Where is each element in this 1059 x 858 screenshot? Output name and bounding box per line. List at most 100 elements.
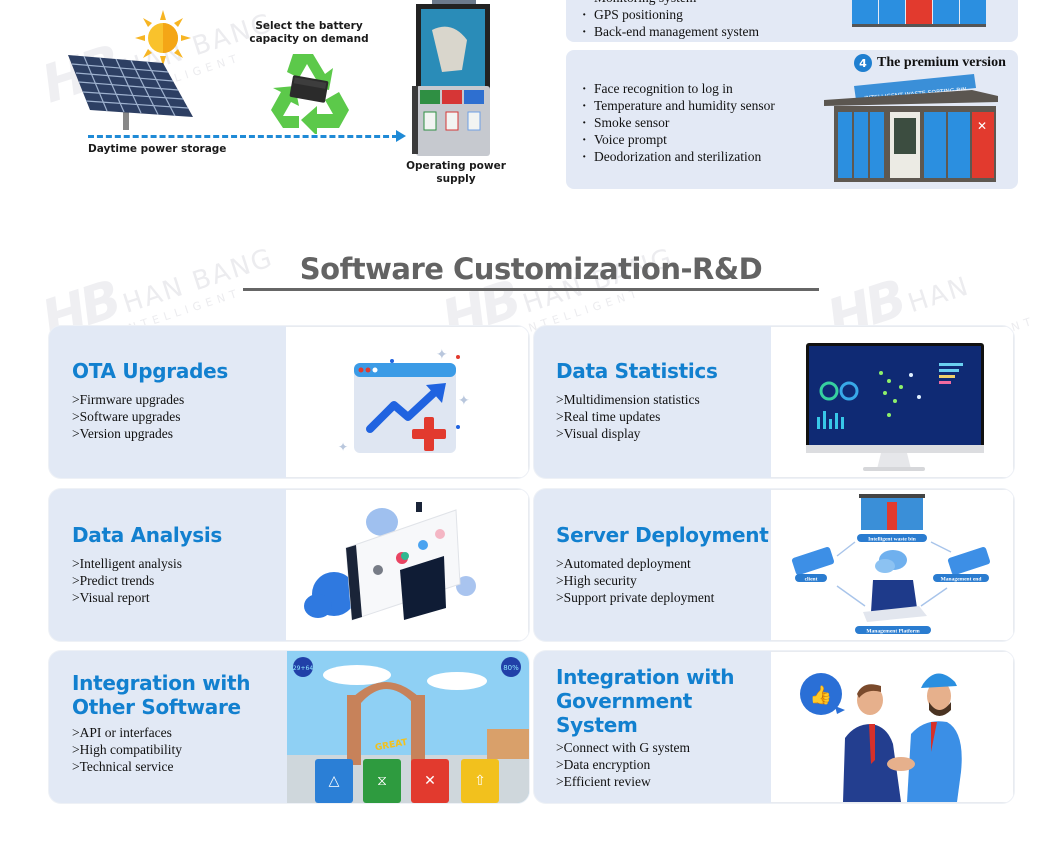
- svg-text:✕: ✕: [977, 119, 987, 133]
- deployment-network-icon: Intelligent waste bin client Management …: [791, 494, 991, 635]
- svg-text:⇧: ⇧: [474, 772, 486, 788]
- card-feature-item: Version upgrades: [72, 425, 286, 442]
- feature-item: Temperature and humidity sensor: [582, 97, 775, 114]
- card-feature-item: API or interfaces: [72, 724, 287, 741]
- premium-version-title: The premium version: [877, 55, 1006, 70]
- feature-item: Monitoring system: [582, 0, 759, 6]
- handshake-illustration: 👍: [771, 651, 1014, 803]
- card-feature-item: Visual display: [556, 425, 771, 442]
- feature-item: Back-end management system: [582, 23, 759, 40]
- card-title: Data Analysis: [72, 523, 222, 547]
- waste-sorting-station-image: INTELLIGENT WASTE SORTING BIN ✕: [824, 72, 998, 186]
- card-title: Integration with Other Software: [72, 671, 287, 719]
- card-title-line: Other Software: [72, 695, 241, 719]
- card-title: OTA Upgrades: [72, 359, 228, 383]
- section-title: Software Customization-R&D: [299, 252, 763, 286]
- feature-item: Smoke sensor: [582, 114, 775, 131]
- card-text: Integration with Other Software API or i…: [49, 651, 287, 803]
- svg-text:Management end: Management end: [941, 577, 982, 583]
- power-diagram: Select the battery capacity on demand Da…: [0, 0, 560, 200]
- svg-text:80%: 80%: [503, 664, 519, 672]
- thumbs-up-icon: [800, 673, 842, 715]
- svg-text:⧖: ⧖: [377, 772, 387, 788]
- card-integration-government-system: Integration with Government System Conne…: [534, 651, 1014, 803]
- card-data-analysis: Data Analysis Intelligent analysis Predi…: [49, 489, 529, 641]
- svg-text:✦: ✦: [458, 392, 470, 408]
- upgrade-chart-icon: ✦ ✦ ✦: [338, 346, 470, 454]
- card-feature-item: High compatibility: [72, 741, 287, 758]
- card-title: Server Deployment: [556, 523, 769, 547]
- waste-sorting-game-icon: 29+64 80% GREAT △ ⧖ ✕ ⇧: [287, 651, 529, 803]
- handshake-icon: 👍: [800, 673, 962, 802]
- smart-kiosk-bin-icon: [412, 0, 494, 158]
- card-feature-item: Firmware upgrades: [72, 391, 286, 408]
- svg-text:👍: 👍: [810, 684, 832, 705]
- card-feature-item: Automated deployment: [556, 555, 771, 572]
- dashboard-monitor-illustration: [771, 326, 1014, 478]
- solar-panel-icon: [68, 55, 193, 130]
- card-text: Data Statistics Multidimension statistic…: [534, 326, 771, 478]
- section-divider: [243, 288, 819, 291]
- premium-version-header: 4 The premium version: [854, 54, 1006, 72]
- cloud-dashboard-icon: [304, 502, 476, 621]
- card-feature-list: Automated deployment High security Suppo…: [556, 555, 771, 606]
- svg-text:△: △: [329, 772, 340, 788]
- feature-item: GPS positioning: [582, 6, 759, 23]
- sorting-game-screenshot: 29+64 80% GREAT △ ⧖ ✕ ⇧: [287, 651, 529, 803]
- card-server-deployment: Server Deployment Automated deployment H…: [534, 489, 1014, 641]
- data-analysis-illustration: [286, 489, 529, 641]
- monitor-icon: [806, 343, 984, 471]
- arrowhead-icon: [396, 130, 406, 142]
- card-feature-item: Intelligent analysis: [72, 555, 286, 572]
- svg-text:29+64: 29+64: [293, 665, 313, 672]
- card-feature-item: Data encryption: [556, 756, 771, 773]
- sun-icon: [135, 10, 191, 66]
- feature-item: Voice prompt: [582, 131, 775, 148]
- card-title-line: Integration with: [72, 671, 251, 695]
- battery-capacity-label: Select the battery capacity on demand: [249, 20, 369, 45]
- number-badge: 4: [854, 54, 872, 72]
- operating-supply-label: Operating power supply: [406, 160, 506, 185]
- server-deployment-diagram: Intelligent waste bin client Management …: [771, 489, 1014, 641]
- card-feature-list: Firmware upgrades Software upgrades Vers…: [72, 391, 286, 442]
- card-feature-list: API or interfaces High compatibility Tec…: [72, 724, 287, 775]
- svg-text:Intelligent waste bin: Intelligent waste bin: [868, 537, 916, 543]
- card-feature-item: Real time updates: [556, 408, 771, 425]
- card-text: Integration with Government System Conne…: [534, 651, 771, 803]
- card-feature-item: Multidimension statistics: [556, 391, 771, 408]
- battery-recycle-icon: [263, 48, 355, 134]
- card-feature-list: Intelligent analysis Predict trends Visu…: [72, 555, 286, 606]
- card-feature-item: High security: [556, 572, 771, 589]
- feature-item: Deodorization and sterilization: [582, 148, 775, 165]
- card-title-line: Integration with: [556, 665, 735, 689]
- standard-bin-image: [852, 0, 992, 28]
- daytime-storage-label: Daytime power storage: [88, 143, 227, 155]
- card-feature-item: Software upgrades: [72, 408, 286, 425]
- svg-text:✦: ✦: [338, 440, 348, 454]
- card-feature-item: Predict trends: [72, 572, 286, 589]
- card-feature-list: Multidimension statistics Real time upda…: [556, 391, 771, 442]
- card-title-line: System: [556, 713, 638, 737]
- svg-text:client: client: [805, 577, 818, 583]
- ota-upgrade-illustration: ✦ ✦ ✦: [286, 326, 529, 478]
- card-feature-item: Technical service: [72, 758, 287, 775]
- card-text: Data Analysis Intelligent analysis Predi…: [49, 489, 286, 641]
- power-flow-arrow: [88, 135, 398, 138]
- card-feature-item: Connect with G system: [556, 739, 771, 756]
- card-title-line: Government: [556, 689, 693, 713]
- card-feature-item: Efficient review: [556, 773, 771, 790]
- card-ota-upgrades: OTA Upgrades Firmware upgrades Software …: [49, 326, 529, 478]
- svg-text:Management Platform: Management Platform: [866, 629, 920, 635]
- svg-text:✕: ✕: [424, 772, 436, 788]
- card-text: OTA Upgrades Firmware upgrades Software …: [49, 326, 286, 478]
- card-title: Data Statistics: [556, 359, 718, 383]
- card-data-statistics: Data Statistics Multidimension statistic…: [534, 326, 1014, 478]
- card-title: Integration with Government System: [556, 665, 771, 737]
- standard-version-features: Monitoring system GPS positioning Back-e…: [582, 0, 759, 40]
- card-feature-item: Visual report: [72, 589, 286, 606]
- card-feature-item: Support private deployment: [556, 589, 771, 606]
- premium-version-features: Face recognition to log in Temperature a…: [582, 80, 775, 165]
- card-feature-list: Connect with G system Data encryption Ef…: [556, 739, 771, 790]
- card-integration-other-software: Integration with Other Software API or i…: [49, 651, 529, 803]
- svg-text:✦: ✦: [436, 346, 448, 362]
